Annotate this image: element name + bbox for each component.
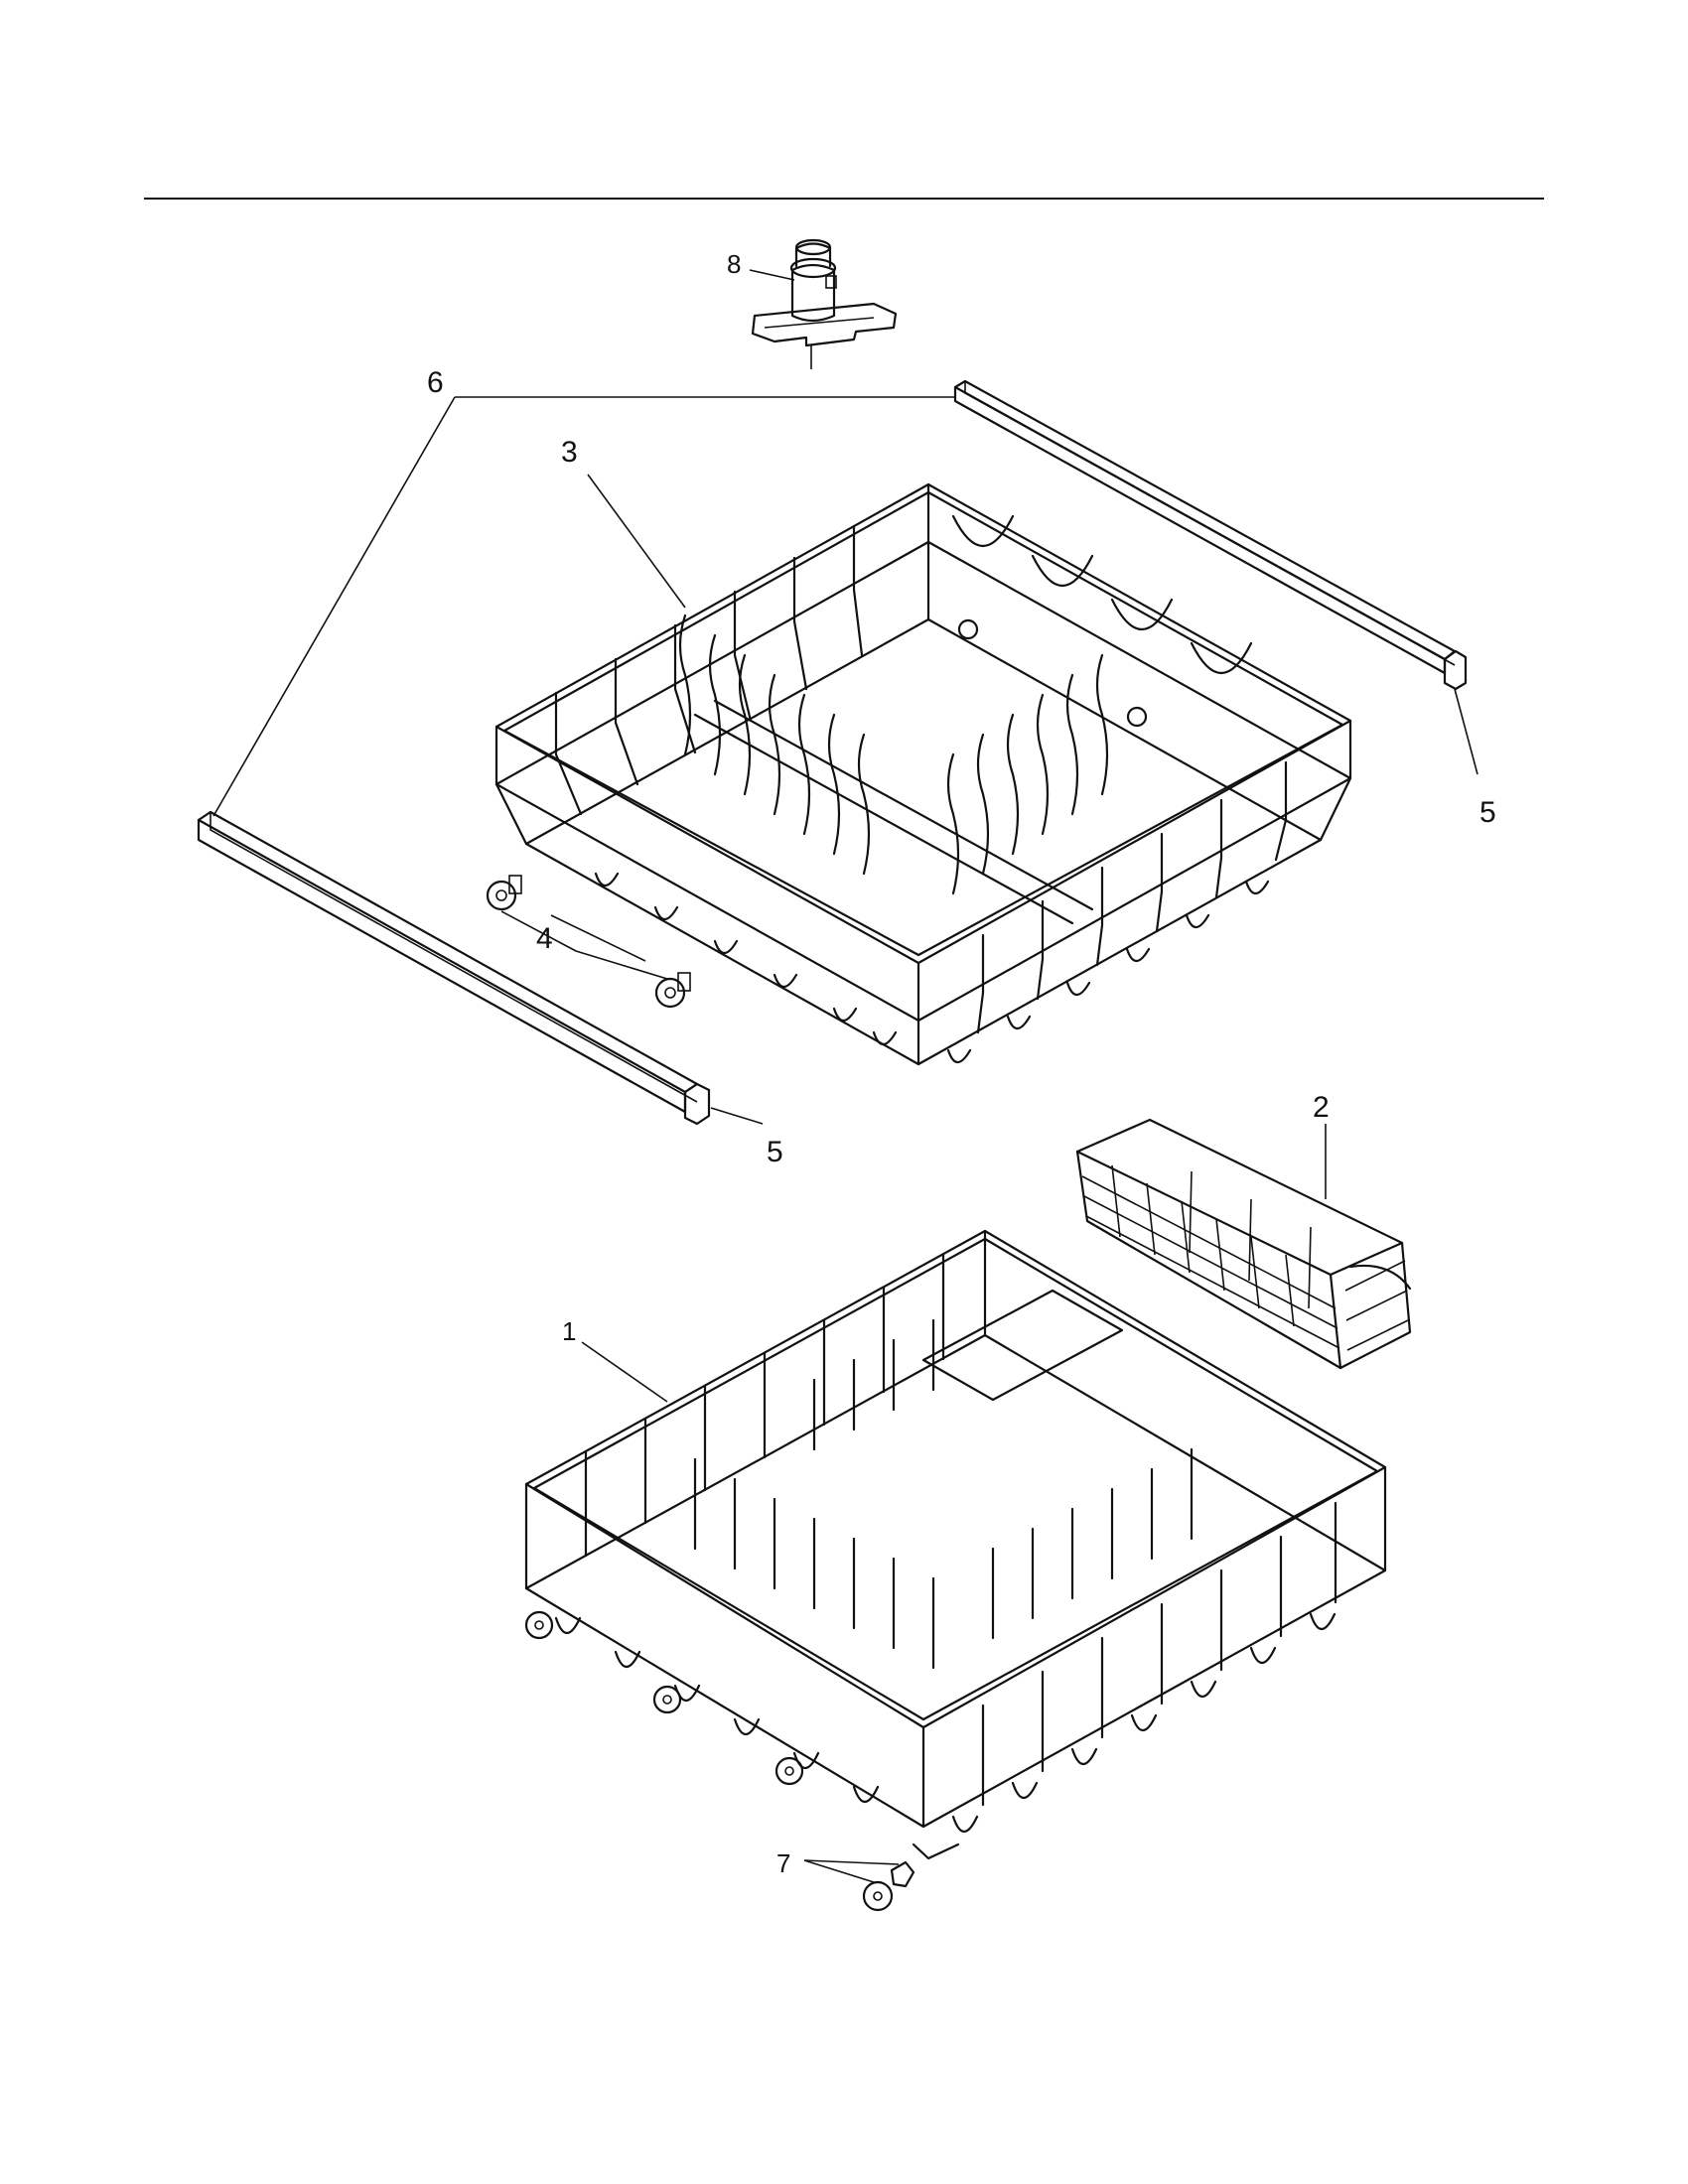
part-1-lower-rack (524, 1229, 1387, 1860)
part-2-silverware-basket (1075, 1118, 1412, 1370)
part-4-roller-1 (486, 875, 522, 911)
callout-5-left: 5 (767, 1136, 783, 1168)
callout-1: 1 (562, 1316, 576, 1346)
callout-2: 2 (1313, 1091, 1330, 1124)
lower-rack-wheels (524, 1610, 804, 1786)
part-7-wheel (862, 1860, 915, 1912)
callout-8: 8 (727, 249, 741, 279)
part-8-manifold (751, 238, 898, 369)
callout-6: 6 (427, 366, 444, 399)
callout-7: 7 (776, 1848, 790, 1878)
callout-3: 3 (561, 436, 578, 469)
callout-4: 4 (536, 922, 553, 955)
part-5-end-cap-left (683, 1082, 711, 1126)
part-4-roller-2 (654, 972, 691, 1009)
part-6-track-left (197, 810, 699, 1114)
leader-lines (212, 269, 1478, 1883)
part-5-end-cap-right (1443, 649, 1468, 691)
part-6-track-right (953, 379, 1457, 675)
callout-5-right: 5 (1479, 796, 1496, 829)
part-3-upper-rack (494, 482, 1352, 1066)
